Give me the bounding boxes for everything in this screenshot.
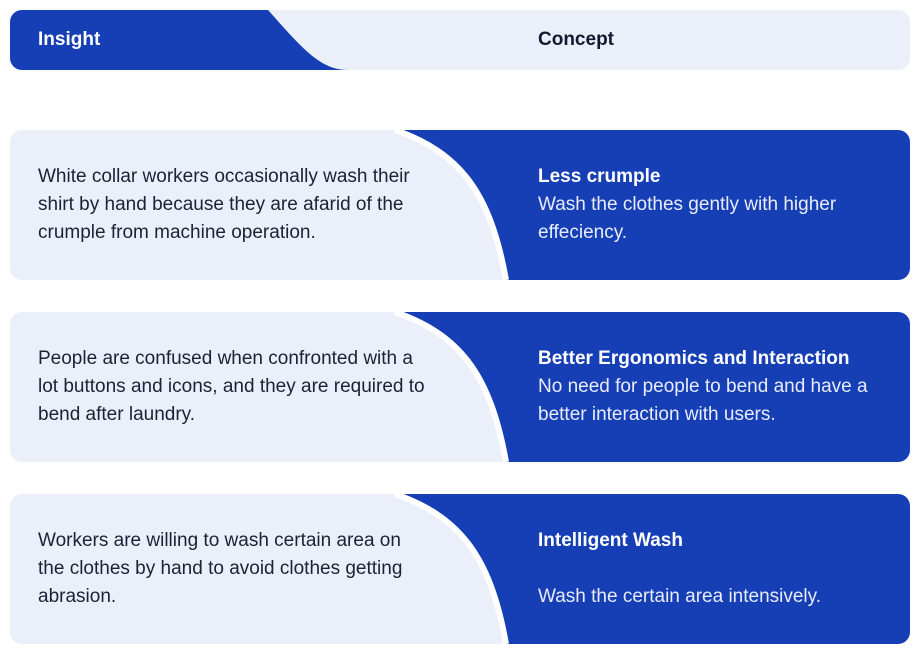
concept-title: Intelligent Wash: [538, 530, 683, 551]
insight-concept-row: People are confused when confronted with…: [10, 312, 910, 462]
header-background: [10, 10, 348, 70]
insight-concept-row: White collar workers occasionally wash t…: [10, 130, 910, 280]
concept-panel: [395, 494, 910, 644]
concept-block: Intelligent Wash Wash the certain area i…: [538, 527, 898, 611]
concept-panel: [395, 130, 910, 280]
concept-block: Better Ergonomics and Interaction No nee…: [538, 345, 898, 429]
insight-text: Workers are willing to wash certain area…: [38, 530, 403, 607]
insight-column-header: Insight: [38, 29, 101, 50]
insight-text: White collar workers occasionally wash t…: [38, 166, 410, 243]
concept-description: No need for people to bend and have a be…: [538, 376, 868, 425]
row-background: [394, 312, 910, 462]
curved-divider: [394, 130, 509, 280]
concept-title: Less crumple: [538, 166, 661, 187]
table-header: Insight Concept: [10, 10, 910, 70]
concept-column-header: Concept: [538, 29, 614, 50]
row-background: [394, 494, 910, 644]
curved-divider: [394, 494, 509, 644]
insight-header-fill: [10, 10, 348, 70]
concept-title: Better Ergonomics and Interaction: [538, 348, 850, 369]
insight-concept-row: Workers are willing to wash certain area…: [10, 494, 910, 644]
curved-divider: [394, 312, 509, 462]
concept-description: Wash the certain area intensively.: [538, 586, 822, 607]
concept-panel: [395, 312, 910, 462]
concept-block: Less crumple Wash the clothes gently wit…: [538, 163, 898, 247]
row-background: [394, 130, 910, 280]
spacer: [538, 555, 898, 583]
concept-description: Wash the clothes gently with higher effe…: [538, 194, 837, 243]
insight-text: People are confused when confronted with…: [38, 348, 425, 425]
